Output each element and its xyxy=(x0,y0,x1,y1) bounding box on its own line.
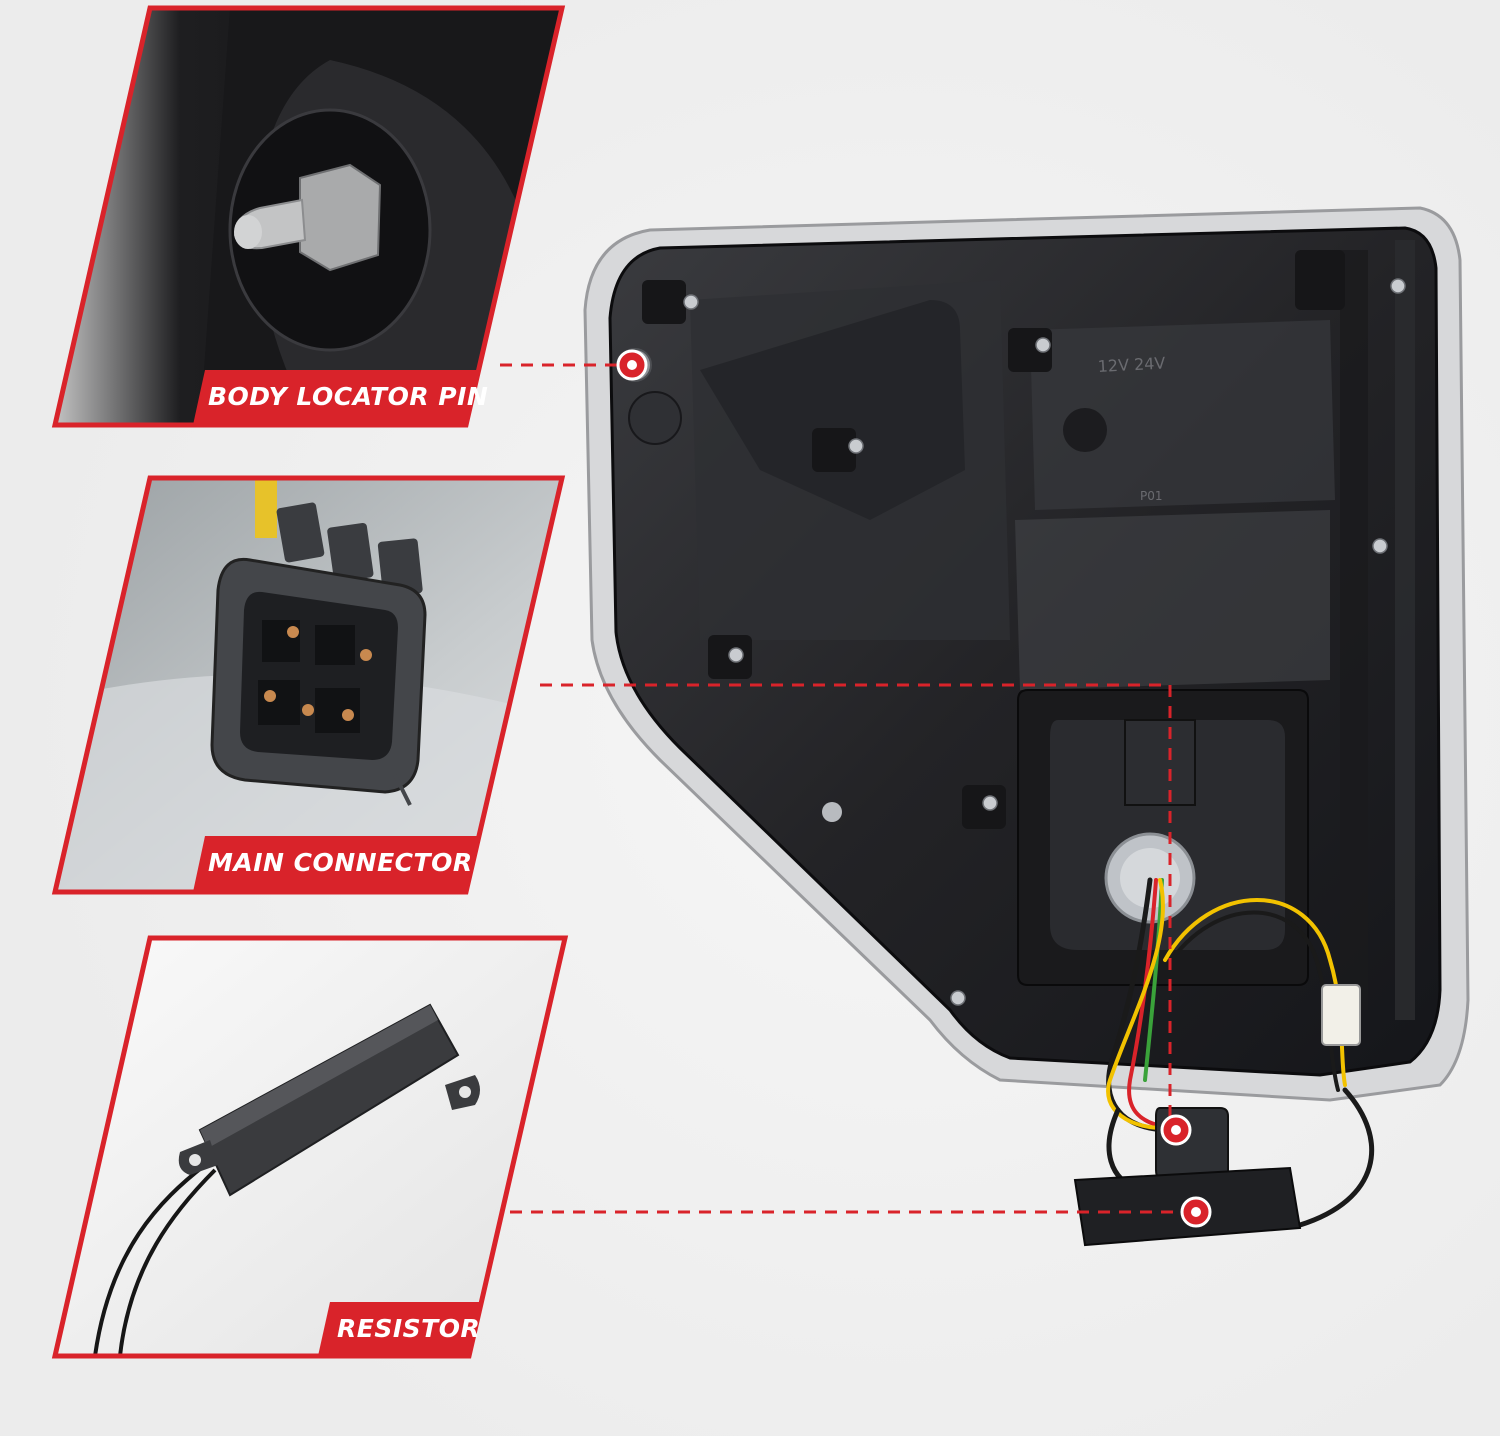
inset-main-connector xyxy=(51,475,566,895)
tail-light-housing: 12V 24V P01 xyxy=(583,206,1470,1247)
callout-lines xyxy=(500,363,1180,1214)
label-banner-3 xyxy=(318,1302,482,1356)
main-connector-label: MAIN CONNECTOR xyxy=(208,848,473,877)
inset-resistor xyxy=(51,935,569,1359)
inset-body-locator-pin xyxy=(51,5,566,428)
locator-pin-icon xyxy=(233,163,382,272)
label-banner-2 xyxy=(193,836,480,892)
wiring-harness xyxy=(1106,877,1375,1228)
body-locator-pin-label: BODY LOCATOR PIN xyxy=(208,382,489,411)
voltage-mark: 12V 24V xyxy=(1097,353,1166,376)
resistor-label: RESISTOR xyxy=(337,1314,481,1343)
connector-icon xyxy=(210,502,427,806)
callout-dots xyxy=(616,349,1212,1228)
label-banner-1 xyxy=(193,370,480,425)
resistor-icon xyxy=(93,1003,480,1356)
part-mark: P01 xyxy=(1140,489,1163,503)
